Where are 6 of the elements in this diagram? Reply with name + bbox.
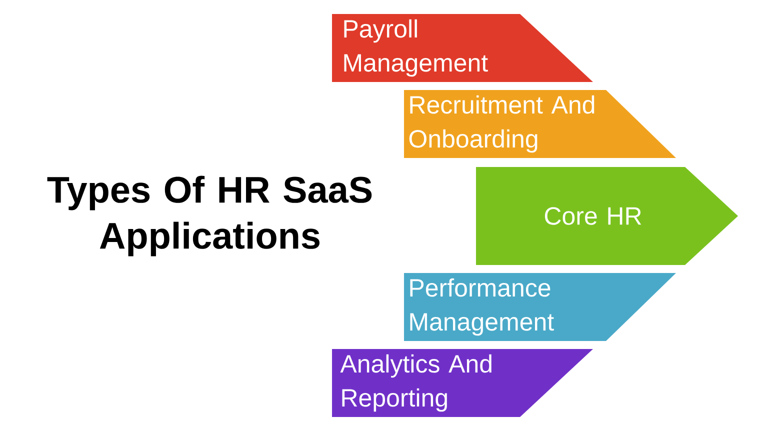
category-banner: Performance Management (404, 273, 676, 341)
category-banner: Analytics And Reporting (332, 349, 593, 417)
category-banner: Payroll Management (332, 14, 593, 82)
title: Types Of HR SaaS Applications (47, 176, 372, 256)
category-banner: Core HR (476, 167, 738, 265)
category-banner: Recruitment And Onboarding (404, 90, 676, 158)
